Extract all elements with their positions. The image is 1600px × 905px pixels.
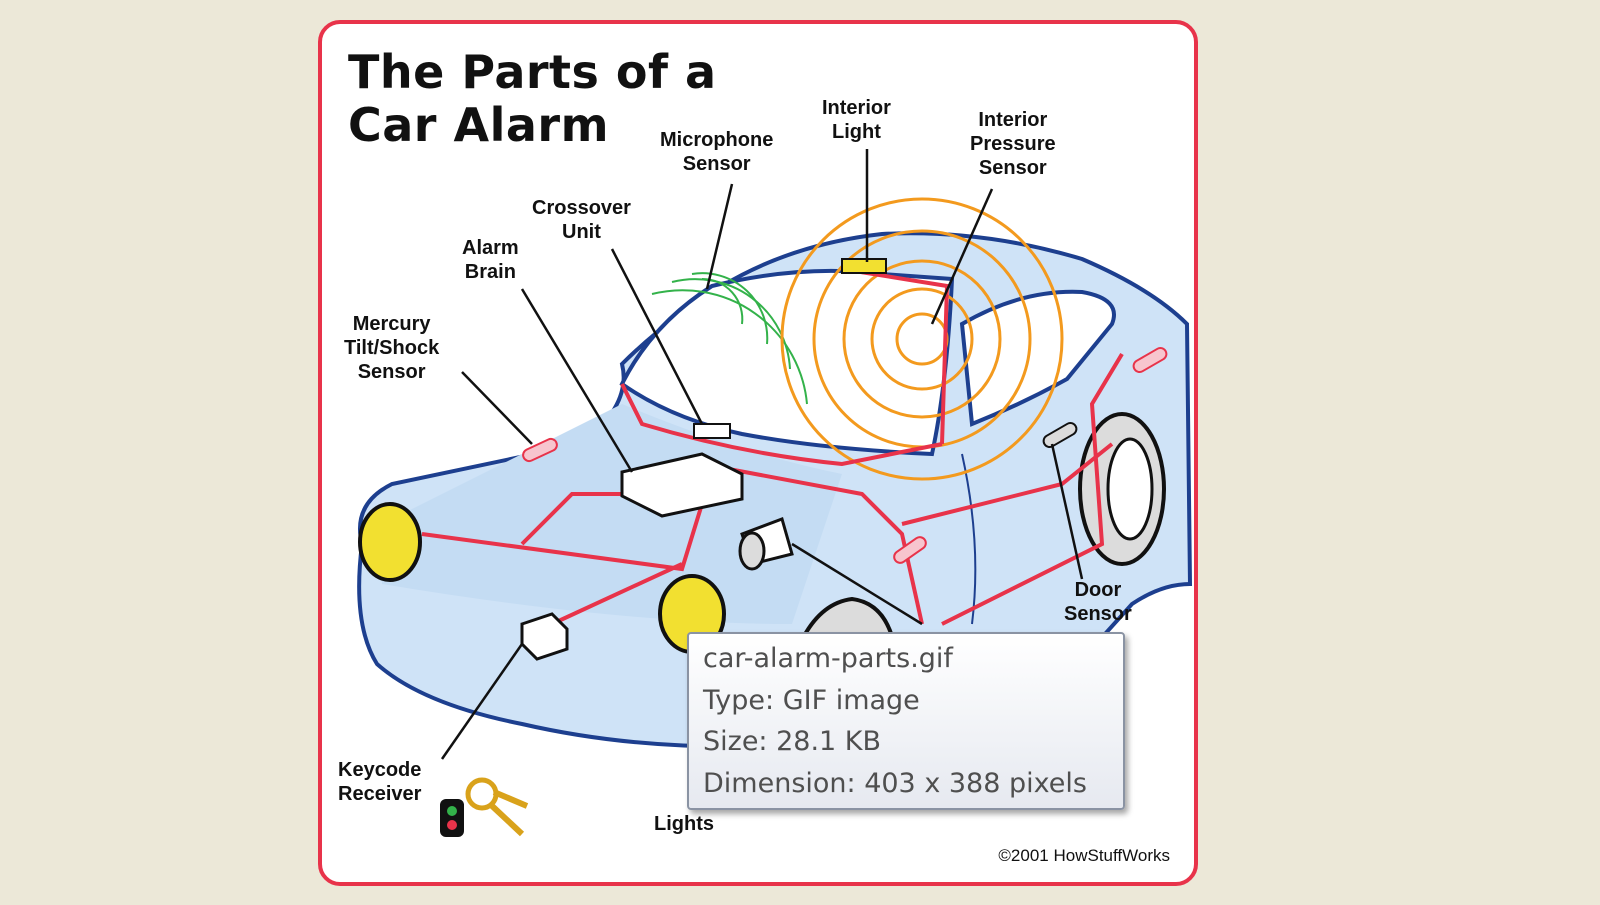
tooltip-type: Type: GIF image bbox=[703, 684, 920, 716]
crossover-unit-box bbox=[693, 423, 731, 439]
interior-light-box bbox=[841, 258, 887, 274]
label-interior-light: Interior Light bbox=[822, 97, 891, 143]
label-crossover-unit: Crossover Unit bbox=[532, 197, 631, 243]
label-alarm-brain: Alarm Brain bbox=[462, 237, 519, 283]
label-interior-pressure-sensor: Interior Pressure Sensor bbox=[970, 109, 1056, 179]
key-fob-icon bbox=[440, 777, 529, 837]
label-keycode-receiver: Keycode Receiver bbox=[338, 759, 422, 805]
label-microphone-sensor: Microphone Sensor bbox=[660, 129, 774, 175]
label-door-sensor: Door Sensor bbox=[1064, 579, 1132, 625]
copyright-text: ©2001 HowStuffWorks bbox=[998, 846, 1170, 865]
tooltip-size: Size: 28.1 KB bbox=[703, 726, 882, 757]
file-info-tooltip: car-alarm-parts.gif Type: GIF image Size… bbox=[687, 632, 1125, 810]
tooltip-dimension: Dimension: 403 x 388 pixels bbox=[703, 767, 1087, 799]
illustration-title: The Parts of a Car Alarm bbox=[348, 46, 717, 152]
car-illustration bbox=[357, 149, 1193, 837]
label-lights: Lights bbox=[654, 813, 714, 835]
label-mercury-sensor: Mercury Tilt/Shock Sensor bbox=[344, 313, 440, 383]
siren-icon bbox=[738, 517, 794, 571]
alarm-brain-box bbox=[620, 452, 744, 518]
tooltip-filename: car-alarm-parts.gif bbox=[703, 643, 953, 674]
title-line-2: Car Alarm bbox=[348, 98, 610, 152]
keycode-receiver-box bbox=[520, 612, 569, 661]
image-frame: The Parts of a Car Alarm Microphone Sens… bbox=[318, 20, 1198, 886]
title-line-1: The Parts of a bbox=[348, 45, 717, 99]
headlight-left bbox=[358, 502, 422, 582]
